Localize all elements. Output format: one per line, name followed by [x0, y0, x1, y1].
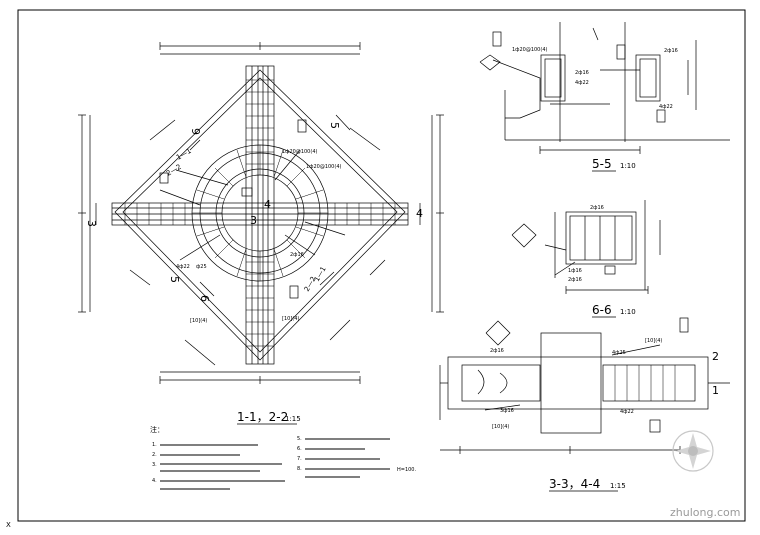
section-scale-6-6: 1:10: [620, 308, 636, 316]
note-1: 1.: [152, 442, 157, 448]
cut-5-top: 5: [328, 122, 341, 129]
section-3-3-labels: 2 1 2ф16 4ф25 [10](4) 3ф16 [10](4) 4ф22 …: [490, 338, 719, 492]
cut-label-4: 4: [264, 198, 271, 211]
rebar-label-a: 1ф20@100(4): [282, 149, 317, 155]
main-plan: [78, 42, 444, 384]
main-plan-labels: 3 4 3 4 5 6 6 5 1—1 2—2 1—1 2—2 1ф20@100…: [85, 122, 423, 324]
rebar-3-b: 4ф25: [612, 350, 626, 356]
note-5: 5.: [297, 436, 302, 442]
section-scale-3-3: 1:15: [610, 482, 626, 490]
rebar-5-d: 2ф16: [664, 48, 678, 54]
rebar-6-a: 1ф16: [568, 268, 582, 274]
cut-6-bottom: 6: [198, 295, 211, 302]
notes-title: 注：: [150, 425, 164, 434]
section-title-3-3: 3-3，4-4: [549, 477, 600, 491]
cut-label-3: 3: [250, 214, 257, 227]
rebar-3-a: 2ф16: [490, 348, 504, 354]
corner-x-mark: X: [6, 521, 11, 529]
note-2: 2.: [152, 452, 157, 458]
right-cut-4: 4: [416, 207, 423, 220]
section-label-1-1: 1-1，2-2 1:15: [237, 410, 301, 425]
section-title-1-1: 1-1，2-2: [237, 410, 288, 424]
watermark: zhulong.com: [670, 430, 740, 519]
note-3: 3.: [152, 462, 157, 468]
rebar-5-b: 2ф16: [575, 70, 589, 76]
rebar-label-b: 2ф16: [290, 252, 304, 258]
rebar-3-f: 4ф22: [620, 409, 634, 415]
section-title-5-5: 5-5: [592, 157, 612, 171]
section-5-5-labels: 1ф20@100(4) 2ф16 4ф22 2ф16 4ф22 5-5 1:10: [512, 47, 678, 172]
rebar-3-e: [10](4): [492, 424, 509, 430]
note-4: 4.: [152, 478, 157, 484]
watermark-text: zhulong.com: [670, 506, 740, 519]
section-3-3-drawing: [439, 317, 730, 454]
cut-2-2-label: 2—2: [165, 163, 183, 178]
rebar-5-a: 1ф20@100(4): [512, 47, 547, 53]
section-scale-1-1: 1:15: [285, 415, 301, 423]
note-8: 8.: [297, 466, 302, 472]
cut-1-right: 1: [712, 384, 719, 397]
rebar-label-f: ф25: [196, 264, 207, 270]
cut-2-right: 2: [712, 350, 719, 363]
section-scale-5-5: 1:10: [620, 162, 636, 170]
watermark-logo-icon: [672, 430, 714, 472]
section-5-5-drawing: [479, 22, 730, 154]
cut-1-1-label: 1—1: [175, 147, 193, 162]
drawing-border: [17, 9, 746, 522]
rebar-6-b: 2ф16: [568, 277, 582, 283]
rebar-label-c: 4ф22: [176, 264, 190, 270]
note-tail: H=100.: [397, 467, 416, 473]
section-title-6-6: 6-6: [592, 303, 612, 317]
section-6-6-labels: 1ф16 2ф16 2ф16 6-6 1:10: [568, 205, 636, 318]
rebar-3-c: [10](4): [645, 338, 662, 344]
rebar-label-k: 1ф20@100(4): [306, 164, 341, 170]
rebar-5-c: 4ф22: [575, 80, 589, 86]
rebar-6-c: 2ф16: [590, 205, 604, 211]
note-6: 6.: [297, 446, 302, 452]
section-6-6-drawing: [511, 200, 661, 294]
cut-6-top: 6: [190, 128, 203, 135]
notes-block: 注： 1. 2. 3. 4. 5. 6. 7. 8. H=100.: [150, 425, 416, 490]
rebar-label-i2: [10](4): [282, 316, 299, 322]
cut-5-bottom: 5: [168, 276, 181, 283]
note-7: 7.: [297, 456, 302, 462]
rebar-label-i: [10](4): [190, 318, 207, 324]
left-cut-3: 3: [85, 220, 98, 227]
rebar-5-e: 4ф22: [659, 104, 673, 110]
rebar-3-d: 3ф16: [500, 408, 514, 414]
